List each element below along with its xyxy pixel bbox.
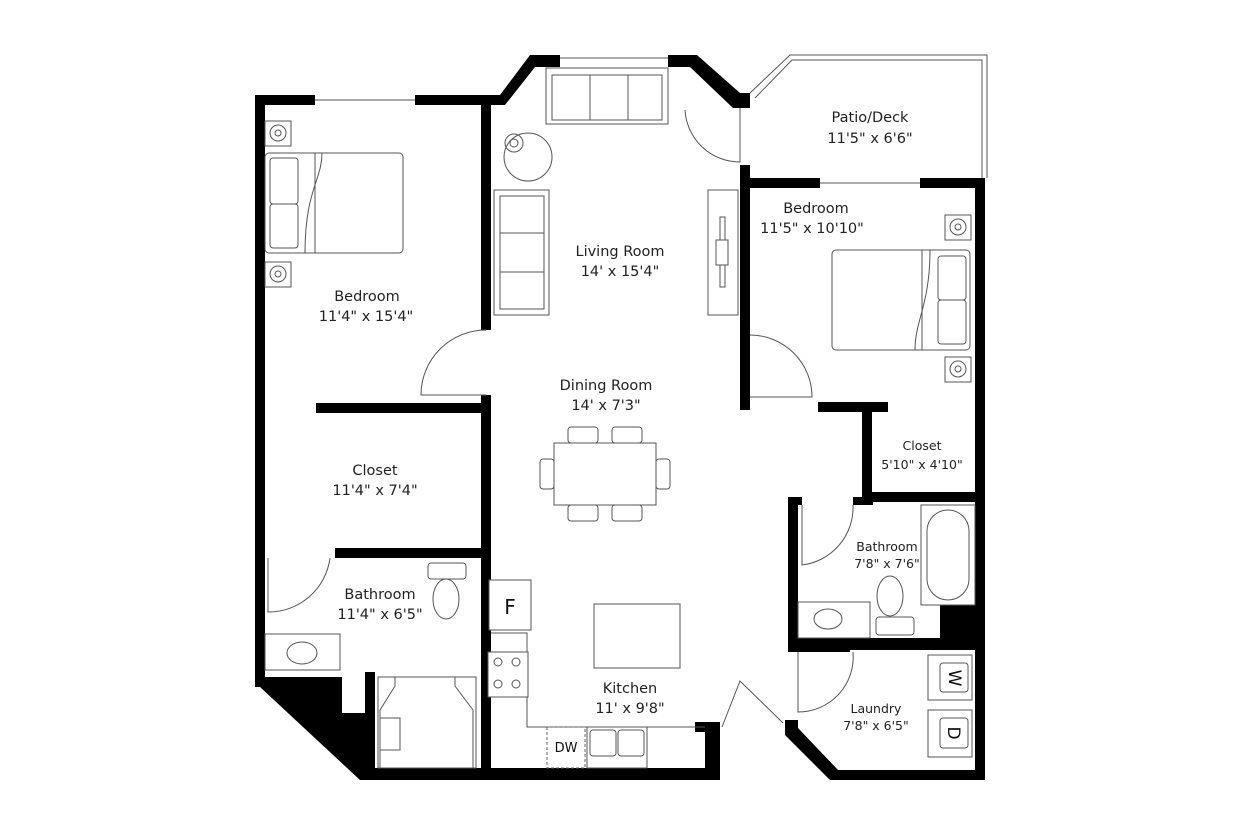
tv-console-icon (707, 189, 739, 316)
svg-text:Kitchen: Kitchen (603, 681, 658, 697)
bathtub-icon (920, 504, 976, 606)
dryer-icon: D (927, 709, 973, 758)
svg-text:D: D (943, 726, 963, 739)
svg-text:11' x 9'8": 11' x 9'8" (595, 701, 664, 717)
svg-text:Dining Room: Dining Room (560, 378, 653, 394)
washer-icon: W (927, 654, 973, 701)
room-label-dining-room: Dining Room 14' x 7'3" (560, 378, 653, 414)
svg-text:Laundry: Laundry (851, 701, 903, 716)
room-label-living-room: Living Room 14' x 15'4" (575, 244, 664, 280)
room-label-bedroom-left: Bedroom 11'4" x 15'4" (319, 289, 413, 325)
windows (315, 57, 920, 184)
bed-right-icon (831, 249, 971, 351)
room-label-bathroom-right: Bathroom 7'8" x 7'6" (854, 539, 920, 571)
svg-text:11'4" x 7'4": 11'4" x 7'4" (332, 483, 417, 499)
svg-text:14' x 15'4": 14' x 15'4" (581, 264, 660, 280)
svg-text:W: W (944, 670, 964, 687)
room-label-laundry: Laundry 7'8" x 6'5" (843, 701, 909, 733)
toilet-icon (875, 575, 915, 636)
lamp-icon (264, 261, 292, 288)
svg-text:11'5" x 6'6": 11'5" x 6'6" (827, 131, 912, 147)
sofa-icon (493, 189, 550, 316)
svg-text:11'5" x 10'10": 11'5" x 10'10" (760, 221, 864, 237)
room-labels: Patio/Deck 11'5" x 6'6" Bedroom 11'5" x … (319, 110, 963, 733)
svg-text:Closet: Closet (352, 463, 397, 479)
svg-text:7'8" x 7'6": 7'8" x 7'6" (854, 556, 920, 571)
sink-icon (264, 633, 341, 671)
doors (267, 108, 854, 728)
svg-text:F: F (504, 595, 516, 619)
svg-text:Bathroom: Bathroom (856, 539, 917, 554)
room-label-closet-left: Closet 11'4" x 7'4" (332, 463, 417, 499)
svg-text:7'8" x 6'5": 7'8" x 6'5" (843, 718, 909, 733)
room-label-patio: Patio/Deck 11'5" x 6'6" (827, 110, 912, 147)
stove-icon (487, 651, 529, 698)
room-label-bedroom-right: Bedroom 11'5" x 10'10" (760, 201, 864, 237)
patio-outline (749, 54, 988, 178)
svg-text:Bedroom: Bedroom (334, 289, 400, 305)
dishwasher-icon: DW (546, 726, 586, 769)
dining-table-icon (539, 426, 671, 522)
furniture: F DW (264, 67, 976, 769)
svg-text:Patio/Deck: Patio/Deck (832, 110, 910, 126)
svg-text:Bathroom: Bathroom (344, 587, 415, 603)
svg-text:14' x 7'3": 14' x 7'3" (571, 398, 640, 414)
room-label-closet-right: Closet 5'10" x 4'10" (881, 438, 962, 472)
svg-text:5'10" x 4'10": 5'10" x 4'10" (881, 457, 962, 472)
fridge-icon: F (488, 579, 532, 631)
svg-text:Closet: Closet (903, 438, 942, 453)
room-label-bathroom-left: Bathroom 11'4" x 6'5" (337, 587, 422, 623)
lamp-icon (944, 356, 972, 383)
sink-icon (797, 601, 871, 639)
svg-text:11'4" x 6'5": 11'4" x 6'5" (337, 607, 422, 623)
svg-text:Living Room: Living Room (575, 244, 664, 260)
toilet-icon (427, 562, 467, 620)
shower-icon (377, 676, 477, 769)
room-label-kitchen: Kitchen 11' x 9'8" (595, 681, 664, 717)
svg-text:DW: DW (555, 741, 578, 756)
sink-icon (586, 726, 648, 769)
walls (255, 55, 985, 780)
lamp-icon (264, 120, 292, 147)
sofa-icon (545, 67, 669, 125)
armchair-icon (503, 132, 553, 182)
bed-left-icon (264, 152, 404, 254)
kitchen-island-icon (593, 603, 681, 669)
svg-text:Bedroom: Bedroom (783, 201, 849, 217)
lamp-icon (944, 214, 972, 241)
svg-text:11'4" x 15'4": 11'4" x 15'4" (319, 309, 413, 325)
